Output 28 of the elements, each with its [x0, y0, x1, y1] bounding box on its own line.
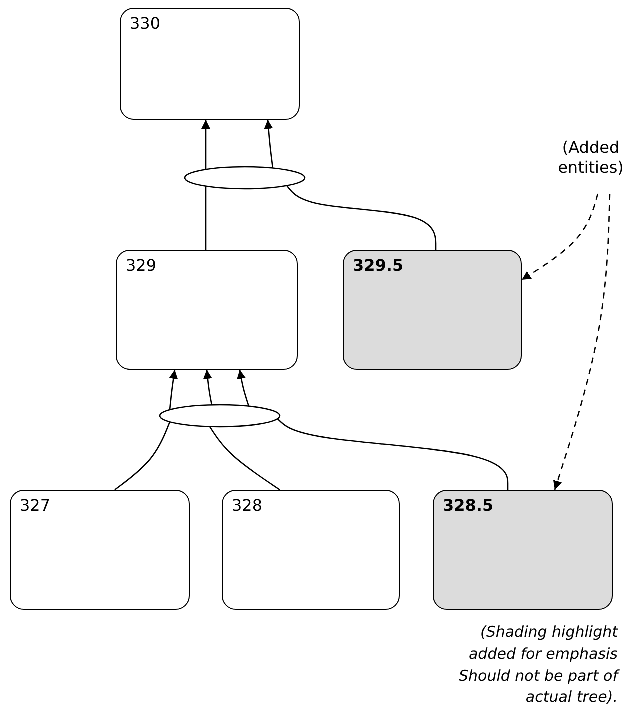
entity-label: 329.5	[353, 257, 404, 275]
arrow	[202, 120, 210, 170]
highlighted-entity-box	[433, 490, 613, 610]
arrow	[522, 194, 599, 281]
entity-box	[116, 250, 298, 370]
connector-line	[209, 426, 280, 491]
entity-label: 328	[232, 497, 263, 515]
entity-label: 328.5	[443, 497, 494, 515]
ellipse-connector	[160, 405, 280, 427]
arrow	[264, 120, 274, 168]
arrow	[553, 194, 611, 490]
entity-label: 329	[126, 257, 157, 275]
note-text: (Added entities)	[546, 138, 632, 194]
entity-label: 327	[20, 497, 51, 515]
connector-line	[286, 185, 437, 250]
arrow	[237, 370, 250, 407]
connector-line	[205, 186, 207, 250]
highlighted-entity-box	[343, 250, 522, 370]
entity-label: 330	[130, 15, 161, 33]
connector-line	[277, 418, 509, 490]
entity-box	[10, 490, 190, 610]
entity-box	[120, 8, 300, 120]
ellipse-connector	[185, 167, 305, 189]
arrow	[203, 370, 213, 406]
connector-line	[114, 422, 171, 491]
entity-box	[222, 490, 400, 610]
arrow	[169, 370, 178, 410]
note-text: (Shading highlight added for emphasis Should not be part of actual tree).	[458, 622, 618, 708]
